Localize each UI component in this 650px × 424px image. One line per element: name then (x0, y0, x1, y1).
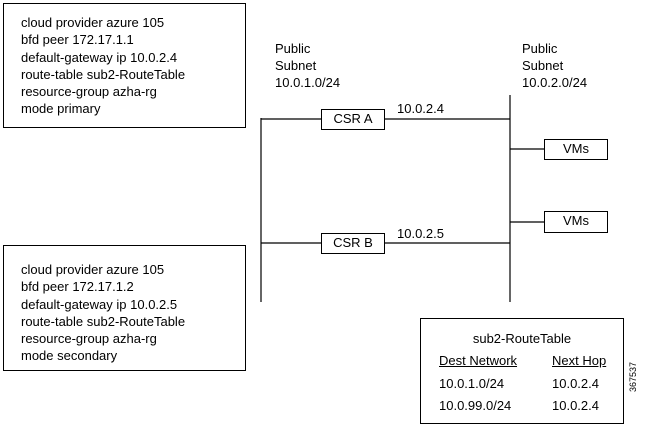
subnet-left-cidr: 10.0.1.0/24 (275, 75, 341, 90)
config-line: bfd peer 172.17.1.2 (21, 279, 134, 295)
config-line: mode primary (21, 101, 101, 117)
route-table-cell: 10.0.2.4 (552, 398, 599, 413)
vm-top-node: VMs (544, 139, 608, 160)
csr-b-ip: 10.0.2.5 (397, 226, 444, 241)
config-line: cloud provider azure 105 (21, 15, 165, 30)
config-line: resource-group azha-rg (21, 84, 157, 100)
config-box-secondary: cloud provider azure 105 bfd peer 172.17… (3, 245, 246, 371)
route-table-title: sub2-RouteTable (472, 331, 572, 346)
config-line: default-gateway ip 10.0.2.4 (21, 49, 178, 65)
subnet-left-line1: Public (275, 41, 311, 56)
subnet-right-line2: Subnet (522, 58, 564, 73)
config-line: route-table sub2-RouteTable (21, 66, 186, 82)
subnet-left-line2: Subnet (275, 58, 317, 73)
config-box-primary: cloud provider azure 105 bfd peer 172.17… (3, 3, 246, 128)
vm-bottom-node: VMs (544, 211, 608, 233)
config-line: resource-group azha-rg (21, 331, 157, 347)
csr-a-ip: 10.0.2.4 (397, 101, 444, 116)
config-line: route-table sub2-RouteTable (21, 313, 186, 329)
subnet-right-label: Public Subnet 10.0.2.0/24 (522, 40, 587, 91)
config-line: default-gateway ip 10.0.2.5 (21, 296, 178, 312)
route-table-cell: 10.0.2.4 (552, 376, 599, 391)
config-line: bfd peer 172.17.1.1 (21, 32, 134, 48)
route-table-header-nexthop: Next Hop (552, 353, 607, 368)
route-table-box: sub2-RouteTable Dest Network Next Hop 10… (420, 318, 624, 424)
route-table-header-dest: Dest Network (439, 353, 518, 368)
route-table-cell: 10.0.1.0/24 (439, 376, 505, 391)
csr-a-node: CSR A (321, 109, 385, 130)
csr-b-node: CSR B (321, 233, 385, 254)
subnet-right-cidr: 10.0.2.0/24 (522, 75, 588, 90)
subnet-left-label: Public Subnet 10.0.1.0/24 (275, 40, 340, 91)
figure-id: 367537 (628, 361, 638, 392)
route-table-cell: 10.0.99.0/24 (439, 398, 512, 413)
config-line: cloud provider azure 105 (21, 262, 165, 277)
config-line: mode secondary (21, 348, 118, 364)
subnet-right-line1: Public (522, 41, 558, 56)
